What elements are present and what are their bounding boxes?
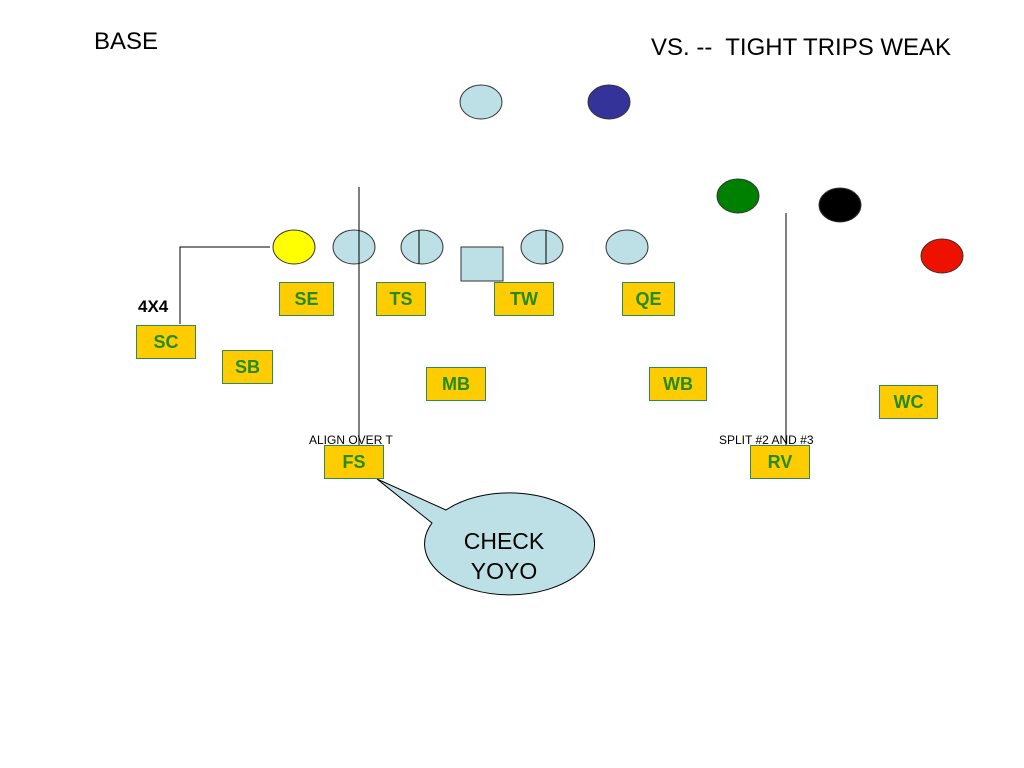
- defender-se: SE: [279, 282, 334, 316]
- formation-title: VS. -- TIGHT TRIPS WEAK: [651, 34, 952, 61]
- sc-bracket-line: [179, 246, 270, 324]
- receiver-green-ellipse: [716, 178, 760, 214]
- lineman-split-ellipse: [520, 229, 564, 265]
- callout-line-1: CHECK: [463, 528, 545, 554]
- quarterback-ellipse: [587, 84, 631, 120]
- speech-bubble: [376, 478, 596, 596]
- defender-rv: RV: [750, 445, 810, 479]
- defender-ts: TS: [376, 282, 426, 316]
- receiver-red-ellipse: [920, 238, 964, 274]
- defender-mb: MB: [426, 367, 486, 401]
- lineman-ellipse: [605, 229, 649, 265]
- defender-fs: FS: [324, 445, 384, 479]
- defender-sc: SC: [136, 325, 196, 359]
- defender-tw: TW: [494, 282, 554, 316]
- lineman-ellipse: [332, 229, 376, 265]
- callout-line-2: YOYO: [470, 558, 538, 584]
- coverage-tag: 4X4: [138, 297, 169, 316]
- split-note: SPLIT #2 AND #3: [719, 433, 814, 447]
- running-back-ellipse: [459, 84, 503, 120]
- tight-end-yellow-ellipse: [272, 229, 316, 265]
- receiver-black-ellipse: [818, 187, 862, 223]
- center-square: [460, 246, 504, 282]
- page-title: BASE: [94, 28, 159, 55]
- lineman-split-ellipse: [400, 229, 444, 265]
- callout-text: CHECK YOYO: [419, 526, 589, 586]
- defender-sb: SB: [222, 350, 273, 384]
- align-note: ALIGN OVER T: [309, 433, 393, 447]
- defender-wc: WC: [879, 385, 938, 419]
- defender-qe: QE: [622, 282, 675, 316]
- defender-wb: WB: [649, 367, 707, 401]
